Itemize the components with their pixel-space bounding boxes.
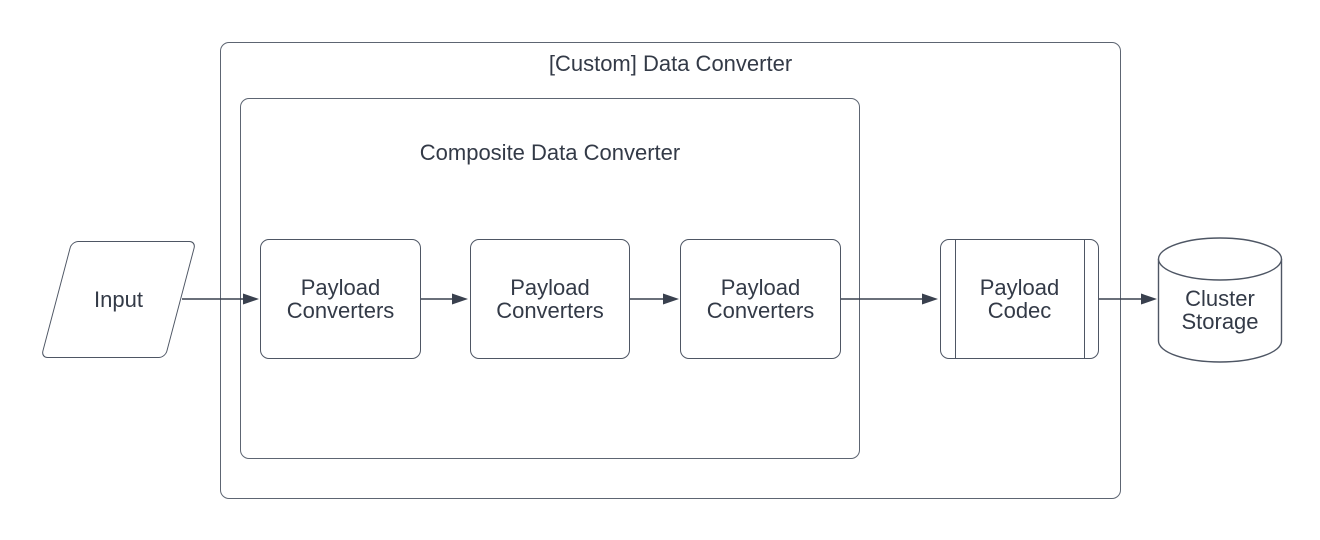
- codec-left-bar: [955, 240, 956, 358]
- container-composite-data-converter-label: Composite Data Converter: [419, 140, 681, 165]
- node-payload-converters-2-label: Payload Converters: [496, 275, 604, 323]
- node-input-label: Input: [94, 287, 143, 312]
- node-cluster-storage: Cluster Storage: [1157, 236, 1283, 364]
- node-payload-converters-3: Payload Converters: [680, 239, 841, 359]
- codec-right-bar: [1084, 240, 1085, 358]
- arrowhead-icon: [1141, 293, 1157, 305]
- node-payload-converters-1: Payload Converters: [260, 239, 421, 359]
- node-payload-converters-3-label: Payload Converters: [706, 275, 815, 323]
- node-payload-codec: Payload Codec: [940, 239, 1099, 359]
- cylinder-shape-icon: [1157, 237, 1283, 363]
- node-input: Input: [40, 241, 197, 358]
- container-custom-data-converter-label: [Custom] Data Converter: [548, 51, 793, 76]
- node-payload-codec-label: Payload Codec: [979, 275, 1060, 323]
- node-cluster-storage-label: Cluster Storage: [1181, 286, 1259, 334]
- node-payload-converters-2: Payload Converters: [470, 239, 630, 359]
- node-payload-converters-1-label: Payload Converters: [286, 275, 395, 323]
